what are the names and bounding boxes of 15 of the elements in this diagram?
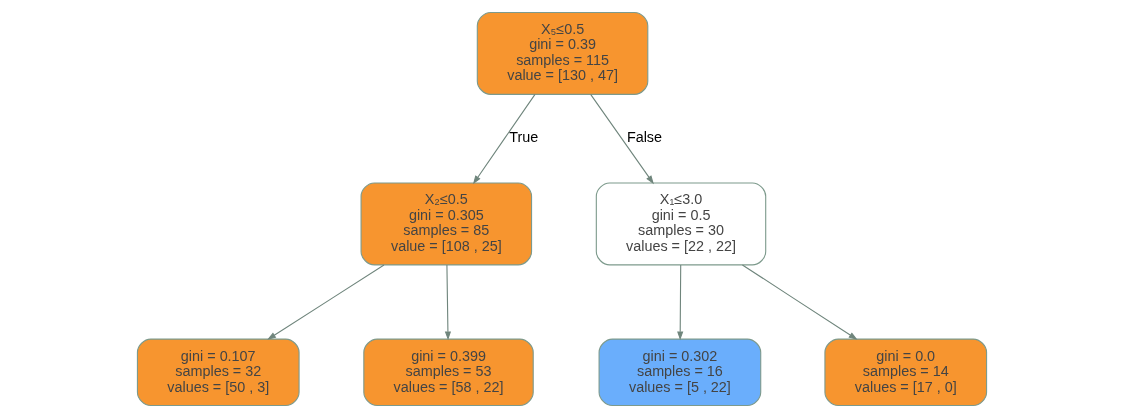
node-box: X₅≤0.5 gini = 0.39 samples = 115 value = [130 , 47]	[476, 11, 648, 95]
node-box: gini = 0.302 samples = 16 values = [5 , 22]	[598, 338, 761, 407]
node-box: gini = 0.0 samples = 14 values = [17 , 0]	[823, 338, 987, 407]
node-box: X₁≤3.0 gini = 0.5 samples = 30 values = [22 , 22]	[595, 182, 766, 266]
node-box: gini = 0.107 samples = 32 values = [50 , 3]	[136, 338, 300, 407]
node-box: gini = 0.399 samples = 53 values = [58 , 22]	[362, 338, 534, 407]
arrow	[472, 93, 536, 185]
arrow	[266, 264, 385, 340]
arrow	[444, 264, 451, 341]
arrow	[741, 264, 858, 340]
edge-label: False	[626, 129, 662, 146]
edge-label: True	[508, 129, 538, 146]
arrow	[676, 264, 683, 341]
arrow	[589, 93, 654, 185]
node-box: X₂≤0.5 gini = 0.305 samples = 85 value = [108 , 25]	[360, 182, 532, 266]
